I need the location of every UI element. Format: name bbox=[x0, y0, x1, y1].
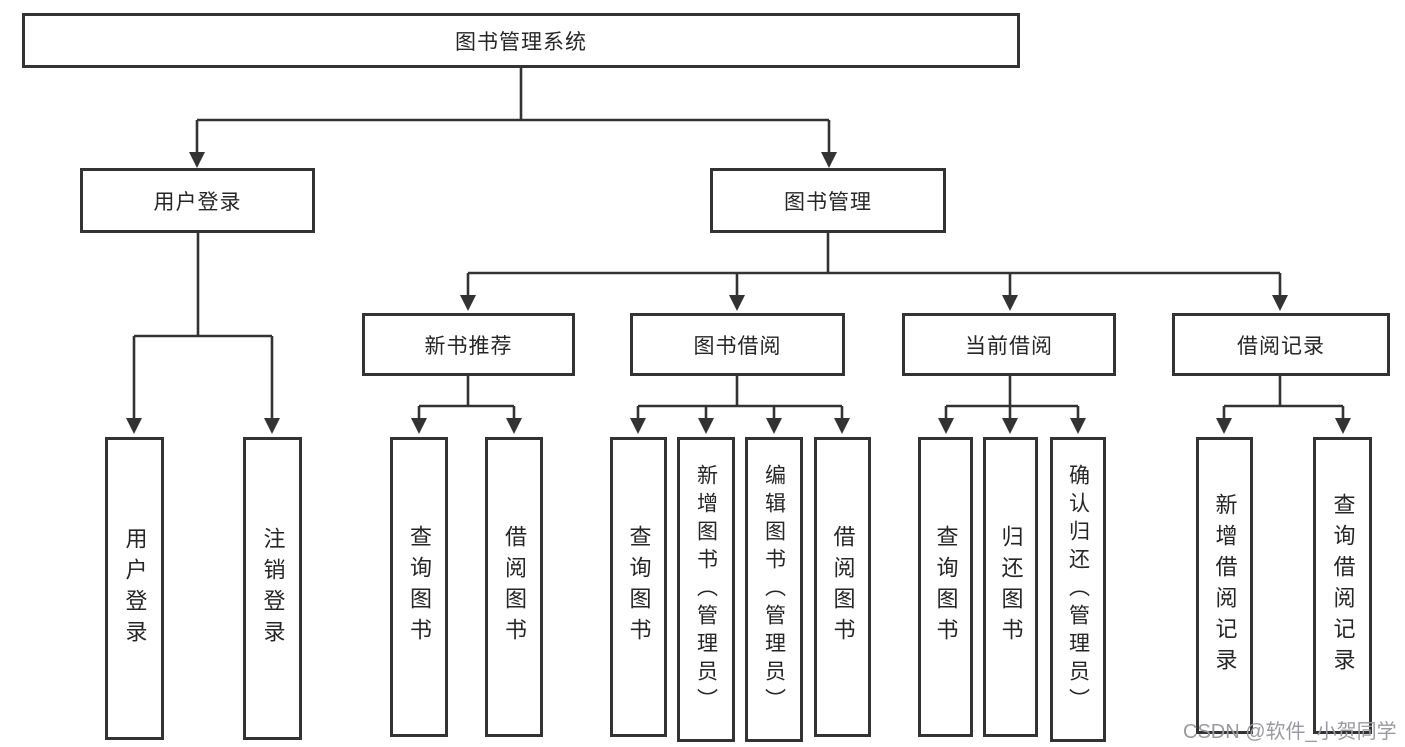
arrow-down-icon bbox=[834, 418, 850, 434]
node-nb-query-books-label: 查询图书 bbox=[407, 525, 432, 649]
node-bb-edit-books-label: 编辑图书（管理员） bbox=[762, 463, 786, 716]
arrow-down-icon bbox=[630, 418, 646, 434]
arrow-down-icon bbox=[729, 295, 745, 311]
node-br-add-record: 新增借阅记录 bbox=[1196, 437, 1253, 734]
node-bb-add-books-label: 新增图书（管理员） bbox=[694, 463, 718, 716]
node-nb-borrow-books-label: 借阅图书 bbox=[502, 525, 527, 649]
arrow-down-icon bbox=[460, 295, 476, 311]
node-nb-query-books: 查询图书 bbox=[390, 437, 448, 737]
node-cb-query-books: 查询图书 bbox=[918, 437, 973, 737]
node-bb-edit-books: 编辑图书（管理员） bbox=[745, 437, 803, 742]
node-logout: 注销登录 bbox=[243, 437, 302, 740]
arrow-down-icon bbox=[1002, 295, 1018, 311]
node-login: 用户登录 bbox=[105, 437, 164, 740]
arrow-down-icon bbox=[506, 418, 522, 434]
node-nb-borrow-books: 借阅图书 bbox=[485, 437, 543, 737]
node-bb-query-books-label: 查询图书 bbox=[626, 525, 652, 649]
node-cb-return-books-label: 归还图书 bbox=[998, 525, 1024, 649]
watermark: CSDN @软件_小贺同学 bbox=[1183, 721, 1397, 743]
node-login-label: 用户登录 bbox=[122, 526, 148, 651]
node-cb-confirm-return-label: 确认归还（管理员） bbox=[1066, 463, 1090, 716]
arrow-down-icon bbox=[264, 418, 280, 434]
arrow-down-icon bbox=[1216, 418, 1232, 434]
node-bb-add-books: 新增图书（管理员） bbox=[677, 437, 735, 742]
connector-borrowing-records-children bbox=[1222, 376, 1345, 420]
node-br-query-record-label: 查询借阅记录 bbox=[1330, 492, 1356, 679]
connector-new-book-recommend-children bbox=[417, 376, 516, 420]
arrow-down-icon bbox=[1272, 295, 1288, 311]
node-user-login: 用户登录 bbox=[80, 168, 315, 233]
arrow-down-icon bbox=[1070, 418, 1086, 434]
node-book-management-label: 图书管理 bbox=[784, 190, 872, 214]
arrow-down-icon bbox=[698, 418, 714, 434]
node-cb-query-books-label: 查询图书 bbox=[933, 525, 959, 649]
connector-book-borrowing-children bbox=[636, 376, 844, 420]
arrow-down-icon bbox=[821, 152, 837, 168]
node-cb-confirm-return: 确认归还（管理员） bbox=[1050, 437, 1106, 742]
node-bb-borrow-books-label: 借阅图书 bbox=[830, 525, 856, 649]
arrow-down-icon bbox=[126, 418, 142, 434]
node-bb-query-books: 查询图书 bbox=[610, 437, 667, 737]
node-logout-label: 注销登录 bbox=[260, 526, 286, 651]
node-borrowing-records: 借阅记录 bbox=[1172, 313, 1390, 376]
node-new-book-recommend-label: 新书推荐 bbox=[424, 334, 513, 358]
arrow-down-icon bbox=[766, 418, 782, 434]
node-book-management: 图书管理 bbox=[710, 168, 946, 233]
node-cb-return-books: 归还图书 bbox=[983, 437, 1038, 737]
arrow-down-icon bbox=[411, 418, 427, 434]
node-bb-borrow-books: 借阅图书 bbox=[814, 437, 871, 737]
node-br-query-record: 查询借阅记录 bbox=[1313, 437, 1372, 734]
arrow-down-icon bbox=[938, 418, 954, 434]
node-book-borrowing-label: 图书借阅 bbox=[693, 334, 782, 358]
connector-user-login-children bbox=[132, 233, 274, 420]
node-br-add-record-label: 新增借阅记录 bbox=[1212, 492, 1238, 679]
node-user-login-label: 用户登录 bbox=[153, 190, 242, 214]
connector-current-borrowing-children bbox=[944, 376, 1080, 420]
arrow-down-icon bbox=[189, 152, 205, 168]
connector-root-to-level2 bbox=[195, 68, 831, 154]
arrow-down-icon bbox=[1335, 418, 1351, 434]
node-borrowing-records-label: 借阅记录 bbox=[1237, 334, 1325, 358]
node-current-borrowing-label: 当前借阅 bbox=[965, 334, 1053, 358]
arrow-down-icon bbox=[1002, 418, 1018, 434]
connector-book-management-children bbox=[466, 233, 1282, 297]
node-new-book-recommend: 新书推荐 bbox=[362, 313, 575, 376]
node-book-borrowing: 图书借阅 bbox=[630, 313, 845, 376]
node-root: 图书管理系统 bbox=[22, 13, 1020, 68]
node-current-borrowing: 当前借阅 bbox=[902, 313, 1116, 376]
node-root-label: 图书管理系统 bbox=[455, 30, 587, 54]
